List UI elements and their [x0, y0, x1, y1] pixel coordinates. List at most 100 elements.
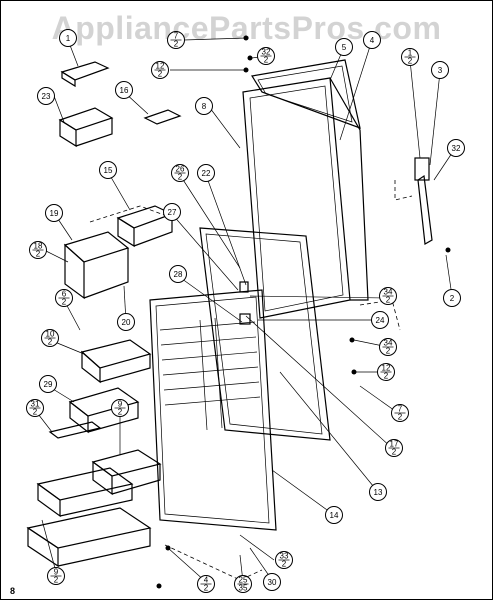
callout-19: 19: [45, 204, 63, 222]
callout-circle: [115, 81, 133, 99]
door-top-trim: [251, 59, 361, 129]
crisper-cover: [89, 205, 174, 248]
callout-denominator: 2: [62, 298, 67, 307]
callout-circle: [45, 204, 63, 222]
callout-7-2-right: 72: [391, 404, 409, 422]
callout-circle: [263, 573, 281, 591]
callout-circle: [335, 38, 353, 56]
callout-numerator: 12: [382, 364, 391, 373]
callout-denominator: 2: [392, 448, 397, 457]
callout-number: 28: [174, 270, 183, 279]
callout-circle: [169, 265, 187, 283]
callout-32-right: 32: [447, 139, 465, 157]
callout-denominator: 2: [408, 57, 413, 66]
callout-denominator: 2: [118, 408, 123, 417]
screws: [156, 35, 451, 589]
callout-circle: [447, 139, 465, 157]
callout-27: 27: [163, 203, 181, 221]
callout-4-2: 42: [197, 575, 215, 593]
callout-number: 29: [44, 380, 53, 389]
callout-circle: [195, 97, 213, 115]
callout-number: 24: [376, 316, 385, 325]
callout-number: 15: [104, 166, 113, 175]
callout-number: 4: [370, 36, 375, 45]
callout-8: 8: [195, 97, 213, 115]
callout-22: 22: [197, 164, 215, 182]
fridge-door-gasket: [199, 227, 331, 441]
callout-26-2: 262: [171, 164, 189, 182]
callout-23: 23: [37, 87, 55, 105]
callout-6-2: 62: [55, 289, 73, 307]
callout-denominator: 2: [33, 408, 38, 417]
callout-circle: [99, 161, 117, 179]
callout-29: 29: [39, 375, 57, 393]
small-bin: [91, 449, 162, 496]
callout-9-2-bottom: 92: [47, 567, 65, 585]
egg-tray: [58, 107, 114, 148]
callout-numerator: 7: [398, 405, 403, 414]
butter-dish-cover: [60, 61, 110, 88]
callout-24: 24: [371, 311, 389, 329]
callout-number: 2: [450, 294, 455, 303]
door-hinge-bracket: [394, 157, 433, 245]
callout-12-2-right: 122: [377, 363, 395, 381]
callout-1-top: 1: [59, 29, 77, 47]
callout-10-2: 102: [41, 329, 59, 347]
callout-denominator: 2: [384, 372, 389, 381]
callout-numerator: 9: [54, 568, 59, 577]
callout-circle: [117, 313, 135, 331]
callout-denominator: 2: [282, 560, 287, 569]
callout-3: 3: [431, 61, 449, 79]
bottom-door-shelf-1: [36, 467, 134, 518]
callout-28: 28: [169, 265, 187, 283]
callout-number: 19: [50, 209, 59, 218]
callout-numerator: 17: [390, 440, 399, 449]
callout-denominator: 2: [36, 250, 41, 259]
callout-12-2-top: 122: [151, 61, 169, 79]
callout-33-2: 332: [275, 551, 293, 569]
fridge-liner: [149, 289, 277, 531]
callout-denominator: 2: [204, 584, 209, 593]
callout-numerator: 6: [62, 290, 67, 299]
callout-circle: [325, 506, 343, 524]
callout-circle: [369, 483, 387, 501]
callout-2: 2: [443, 289, 461, 307]
door-shelf-1: [80, 339, 152, 384]
callout-circle: [371, 311, 389, 329]
callout-number: 16: [120, 86, 129, 95]
callout-number: 13: [374, 488, 383, 497]
callout-circle: [39, 375, 57, 393]
callout-32-2-top: 322: [257, 47, 275, 65]
callout-numerator: 1: [408, 49, 413, 58]
callout-numerator: 18: [34, 242, 43, 251]
callout-denominator: 2: [264, 56, 269, 65]
callout-denominator: 35: [239, 584, 248, 593]
callout-number: 22: [202, 169, 211, 178]
callout-numerator: 9: [118, 400, 123, 409]
callout-numerator: 25: [239, 576, 248, 585]
callout-numerator: 7: [174, 32, 179, 41]
callout-numerator: 10: [46, 330, 55, 339]
callout-denominator: 2: [48, 338, 53, 347]
callout-numerator: 4: [204, 576, 209, 585]
callout-number: 3: [438, 66, 443, 75]
callout-7-2-top: 72: [167, 31, 185, 49]
callout-18-2: 182: [29, 241, 47, 259]
callout-denominator: 2: [386, 296, 391, 305]
callout-numerator: 34: [384, 288, 393, 297]
callout-4: 4: [363, 31, 381, 49]
callout-denominator: 2: [398, 413, 403, 422]
callout-30: 30: [263, 573, 281, 591]
freezer-door: [242, 77, 369, 319]
callout-number: 23: [42, 92, 51, 101]
callout-number: 27: [168, 208, 177, 217]
callout-denominator: 2: [174, 40, 179, 49]
callout-number: 20: [122, 318, 131, 327]
callout-13: 13: [369, 483, 387, 501]
callout-9-2: 92: [111, 399, 129, 417]
callout-circle: [431, 61, 449, 79]
